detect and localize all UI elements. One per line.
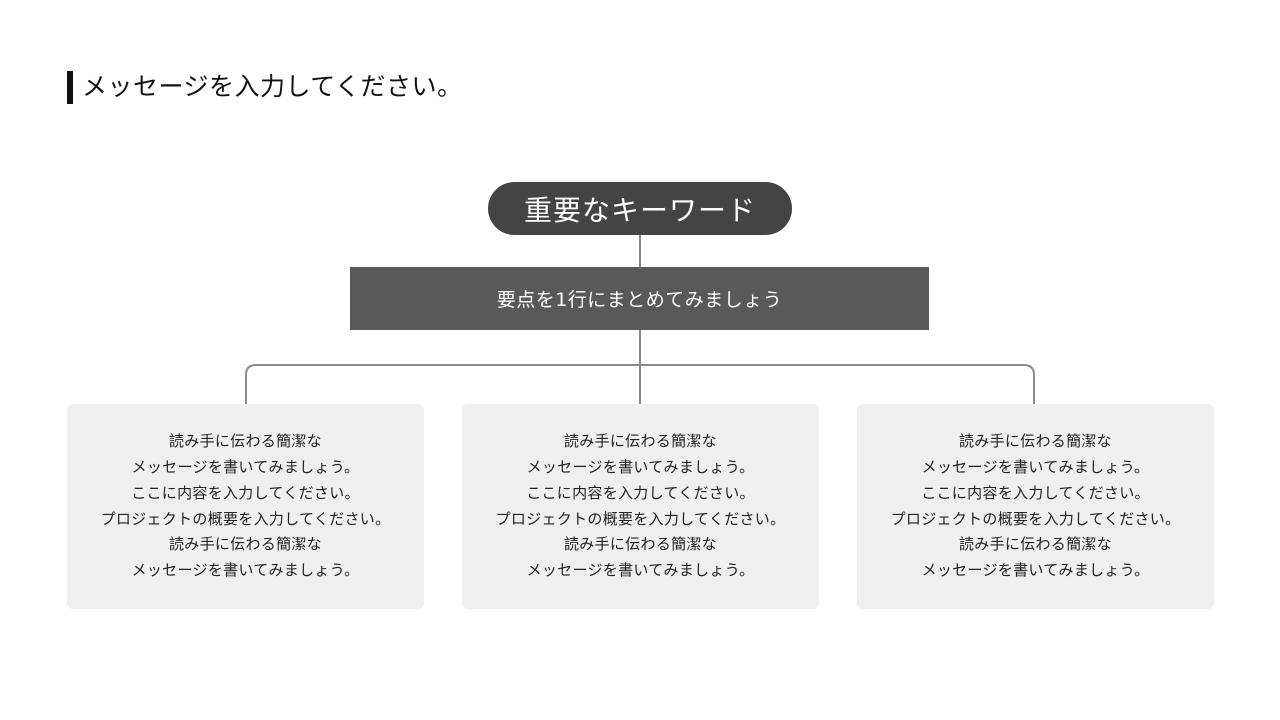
card-line: メッセージを書いてみましょう。	[131, 561, 360, 580]
card-line: 読み手に伝わる簡潔な	[563, 535, 717, 554]
keyword-pill: 重要なキーワード	[488, 182, 792, 235]
card-line: 読み手に伝わる簡潔な	[168, 535, 322, 554]
card-line: プロジェクトの概要を入力してください。	[495, 509, 786, 528]
card-line: 読み手に伝わる簡潔な	[958, 432, 1112, 451]
card-left: 読み手に伝わる簡潔な メッセージを書いてみましょう。 ここに内容を入力してくださ…	[67, 404, 424, 609]
card-line: 読み手に伝わる簡潔な	[958, 535, 1112, 554]
card-line: メッセージを書いてみましょう。	[131, 457, 360, 476]
card-line: プロジェクトの概要を入力してください。	[890, 509, 1181, 528]
card-line: プロジェクトの概要を入力してください。	[100, 509, 391, 528]
connector-summary-to-center-card	[639, 330, 641, 404]
card-line: ここに内容を入力してください。	[526, 483, 755, 502]
connector-keyword-to-summary	[639, 235, 641, 267]
card-line: ここに内容を入力してください。	[131, 483, 360, 502]
card-line: 読み手に伝わる簡潔な	[168, 432, 322, 451]
card-right: 読み手に伝わる簡潔な メッセージを書いてみましょう。 ここに内容を入力してくださ…	[857, 404, 1214, 609]
card-center: 読み手に伝わる簡潔な メッセージを書いてみましょう。 ここに内容を入力してくださ…	[462, 404, 819, 609]
card-line: メッセージを書いてみましょう。	[526, 561, 755, 580]
title-accent-bar	[67, 71, 73, 104]
card-line: メッセージを書いてみましょう。	[526, 457, 755, 476]
card-line: メッセージを書いてみましょう。	[921, 561, 1150, 580]
card-line: メッセージを書いてみましょう。	[921, 457, 1150, 476]
card-line: ここに内容を入力してください。	[921, 483, 1150, 502]
slide-title: メッセージを入力してください。	[82, 72, 463, 101]
card-line: 読み手に伝わる簡潔な	[563, 432, 717, 451]
summary-box: 要点を1行にまとめてみましょう	[350, 267, 929, 330]
